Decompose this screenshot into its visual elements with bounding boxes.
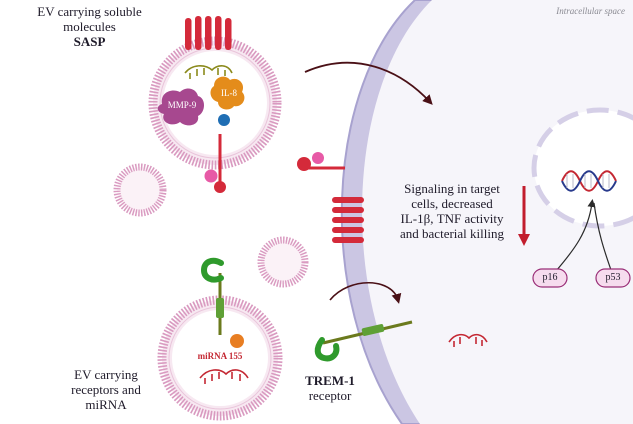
trem1-membrane-receptor [314, 320, 413, 362]
p53-arrow [593, 202, 612, 271]
mmp9-label: MMP-9 [167, 100, 197, 110]
p16-badge [532, 268, 568, 288]
p53-badge [595, 268, 631, 288]
orange-molecule [230, 334, 244, 348]
membrane-ligand [297, 152, 345, 171]
il8-protein [210, 76, 245, 110]
trem1-title: TREM-1 receptor [305, 373, 355, 403]
mirna155-strand-icon [199, 369, 249, 384]
intracellular-mirna-icon [448, 333, 488, 347]
uptake-arrow [304, 61, 433, 105]
dna-helix-icon [561, 170, 617, 192]
p16-label: p16 [542, 272, 558, 283]
empty-vesicle-mid [257, 236, 309, 288]
mmp9-protein [157, 88, 204, 126]
membrane-receptor [332, 197, 364, 243]
trem1-arrow [329, 281, 402, 304]
ev-trem1-receptor [200, 257, 224, 335]
ev-receptors-title: EV carrying receptors and miRNA [71, 367, 141, 412]
signaling-text: Signaling in target cells, decreased IL-… [400, 181, 504, 241]
ev-ligand-stalk [204, 134, 226, 193]
mirna-strand-icon [184, 65, 233, 79]
blue-molecule [218, 114, 230, 126]
il8-label: IL-8 [221, 88, 237, 98]
intracellular-space-label: Intracellular space [556, 6, 625, 16]
cytoplasm [362, 0, 633, 424]
empty-vesicle-left [113, 163, 167, 217]
sasp-receptor-cluster [185, 16, 232, 50]
mirna155-label: miRNA 155 [197, 351, 243, 361]
p16-arrow [555, 199, 596, 272]
nucleus [531, 107, 633, 229]
ev-sasp-title: EV carrying soluble molecules SASP [37, 4, 142, 49]
p53-label: p53 [605, 272, 621, 283]
target-cell [340, 0, 633, 424]
ev-sasp-vesicle [148, 36, 282, 170]
